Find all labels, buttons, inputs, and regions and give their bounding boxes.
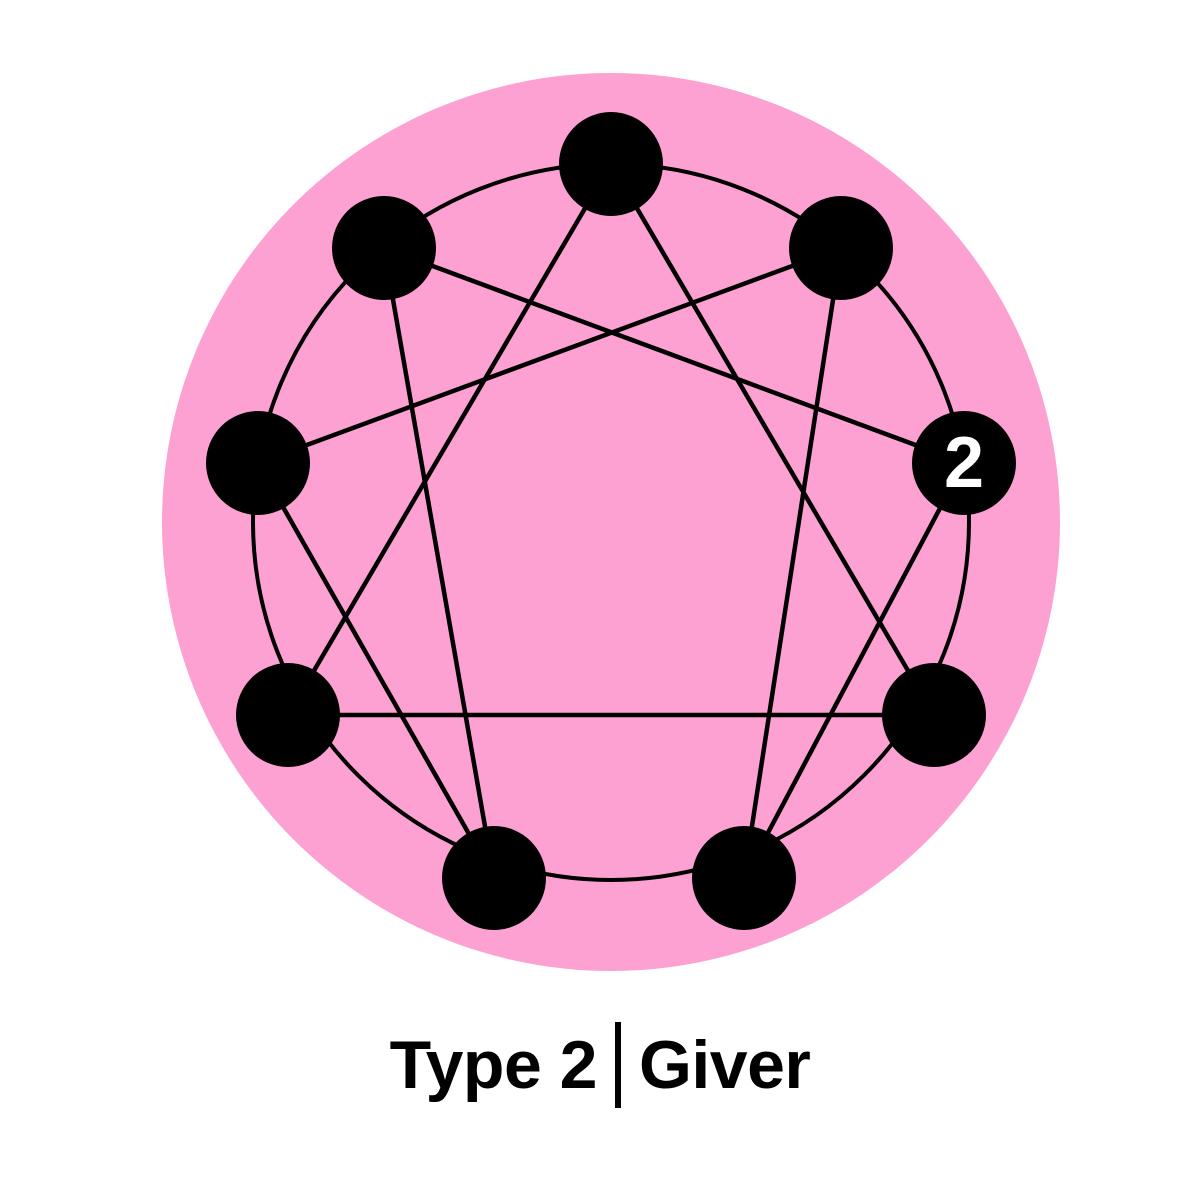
enneagram-node-dot-6[interactable] xyxy=(236,663,340,767)
enneagram-node-8[interactable] xyxy=(332,196,436,300)
enneagram-edge-hexad-8-5 xyxy=(381,245,497,881)
enneagram-node-label-2: 2 xyxy=(944,423,984,503)
enneagram-nodes: 2 xyxy=(206,112,1016,930)
enneagram-node-2[interactable]: 2 xyxy=(912,411,1016,515)
caption-name-label: Giver xyxy=(638,1027,811,1103)
enneagram-node-dot-8[interactable] xyxy=(332,196,436,300)
enneagram-node-3[interactable] xyxy=(882,663,986,767)
enneagram-diagram: 2 xyxy=(162,73,1060,971)
enneagram-node-4[interactable] xyxy=(692,826,796,930)
enneagram-node-dot-7[interactable] xyxy=(206,411,310,515)
caption: Type 2 Giver xyxy=(0,1000,1200,1130)
enneagram-edges xyxy=(255,161,967,881)
enneagram-edge-hexad-2-8 xyxy=(381,245,967,466)
enneagram-node-dot-4[interactable] xyxy=(692,826,796,930)
enneagram-node-5[interactable] xyxy=(442,826,546,930)
enneagram-edge-hexad-1-4 xyxy=(741,245,844,881)
enneagram-node-7[interactable] xyxy=(206,411,310,515)
enneagram-node-dot-1[interactable] xyxy=(789,196,893,300)
enneagram-edge-hexad-4-2 xyxy=(741,460,967,881)
enneagram-node-dot-3[interactable] xyxy=(882,663,986,767)
enneagram-edge-hexad-7-1 xyxy=(255,245,844,466)
caption-type-label: Type 2 xyxy=(389,1027,598,1103)
enneagram-node-9[interactable] xyxy=(559,112,663,216)
caption-divider-icon xyxy=(614,1022,621,1108)
enneagram-node-dot-5[interactable] xyxy=(442,826,546,930)
enneagram-edge-hexad-5-7 xyxy=(255,460,497,881)
enneagram-node-dot-2[interactable] xyxy=(912,411,1016,515)
enneagram-node-dot-9[interactable] xyxy=(559,112,663,216)
enneagram-edge-triangle-6-9 xyxy=(285,161,614,718)
enneagram-node-1[interactable] xyxy=(789,196,893,300)
enneagram-node-6[interactable] xyxy=(236,663,340,767)
